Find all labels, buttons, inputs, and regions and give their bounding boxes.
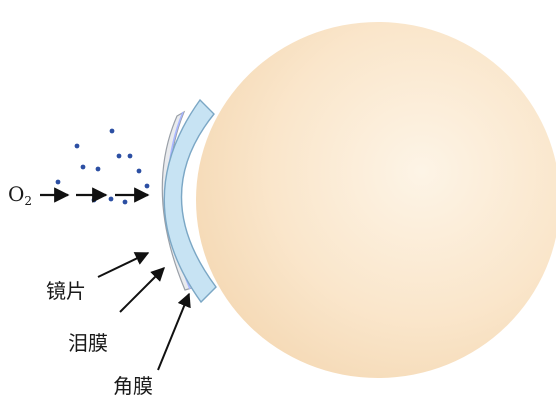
tear-film-label: 泪膜 [68,331,108,355]
oxygen-molecule [136,168,142,174]
oxygen-molecule [80,164,86,170]
cornea-label: 角膜 [113,374,153,398]
lens-label: 镜片 [46,279,86,303]
oxygen-molecule [122,199,128,205]
oxygen-molecule [91,197,97,203]
oxygen-molecules [55,128,150,205]
lens-pointer-arrow [97,252,150,278]
oxygen-molecule [74,143,80,149]
oxygen-molecule [109,128,115,134]
oxygen-symbol: O [8,182,25,206]
eyeball [196,22,556,378]
cornea-pointer-arrow [157,292,191,371]
oxygen-molecule [55,179,61,185]
oxygen-molecule [127,153,133,159]
oxygen-molecule [95,166,101,172]
oxygen-molecule [108,196,114,202]
oxygen-subscript: 2 [24,194,33,208]
oxygen-label: O2 [8,184,32,207]
tear-film-pointer-arrow [119,267,165,313]
oxygen-molecule [144,183,150,189]
cornea [163,98,217,304]
oxygen-molecule [116,153,122,159]
